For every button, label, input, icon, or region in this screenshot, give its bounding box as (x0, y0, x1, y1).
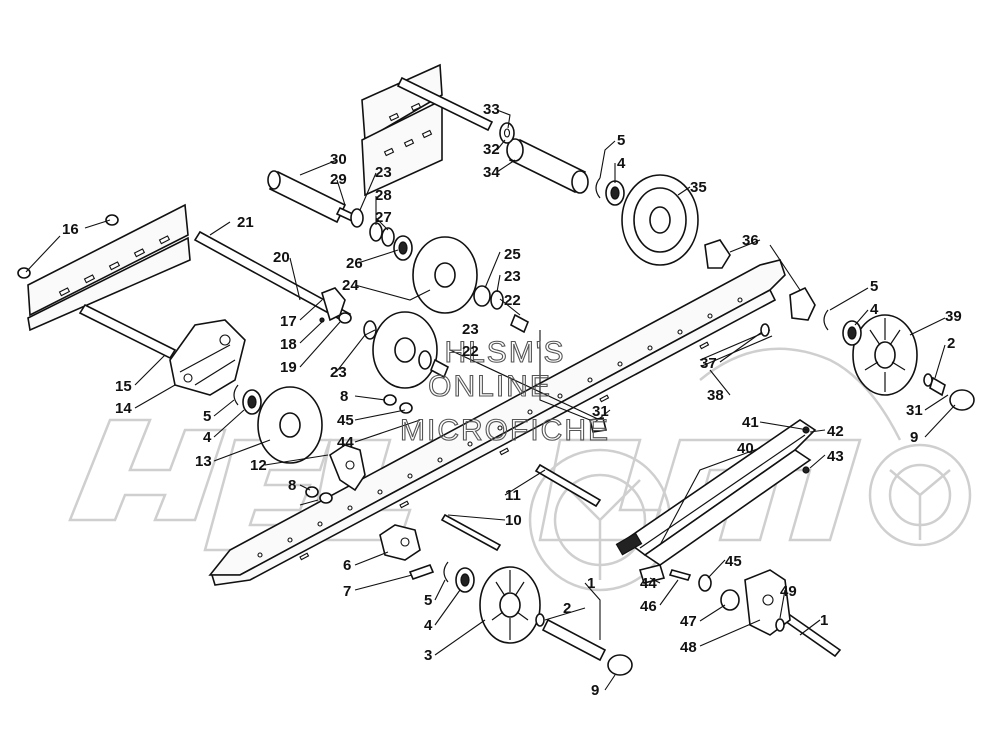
callout-44a: 44 (337, 434, 354, 451)
callout-2b: 2 (947, 335, 955, 352)
callout-23d: 23 (462, 321, 479, 338)
callout-7: 7 (343, 583, 351, 600)
callout-6: 6 (343, 557, 351, 574)
callout-40: 40 (737, 440, 754, 457)
bracket-14 (169, 319, 246, 396)
callout-45b: 45 (725, 553, 742, 570)
callout-47: 47 (680, 613, 697, 630)
callout-3: 3 (424, 647, 432, 664)
callout-9b: 9 (910, 429, 918, 446)
callout-27: 27 (375, 209, 392, 226)
callout-26: 26 (346, 255, 363, 272)
watermark-line-1: HLSM'S (444, 336, 565, 369)
callout-5d: 5 (870, 278, 878, 295)
bracket-12 (329, 444, 366, 492)
leader-lines (25, 109, 956, 691)
callout-43: 43 (827, 448, 844, 465)
callout-5a: 5 (617, 132, 625, 149)
callout-18: 18 (280, 336, 297, 353)
callout-28: 28 (375, 187, 392, 204)
callout-17: 17 (280, 313, 297, 330)
callout-4b: 4 (203, 429, 212, 446)
upper-rail-fragment (361, 63, 443, 197)
left-rail-fragment (27, 203, 191, 332)
callout-9a: 9 (591, 682, 599, 699)
callout-22a: 22 (504, 292, 521, 309)
callout-13: 13 (195, 453, 212, 470)
callout-2a: 2 (563, 600, 571, 617)
callout-8a: 8 (340, 388, 348, 405)
callout-37: 37 (700, 355, 717, 372)
callout-29: 29 (330, 171, 347, 188)
callout-45a: 45 (337, 412, 354, 429)
callout-5c: 5 (424, 592, 432, 609)
callout-12: 12 (250, 457, 267, 474)
callout-22b: 22 (462, 343, 479, 360)
callout-4a: 4 (617, 155, 626, 172)
callout-48: 48 (680, 639, 697, 656)
callout-1a: 1 (587, 575, 595, 592)
watermark-logo (68, 347, 972, 592)
callout-49: 49 (780, 583, 797, 600)
callout-25: 25 (504, 246, 521, 263)
callout-20: 20 (273, 249, 290, 266)
callout-31a: 31 (592, 403, 609, 420)
callout-16: 16 (62, 221, 79, 238)
callouts: 33 32 34 5 4 35 30 29 23 28 27 26 24 25 … (62, 101, 962, 699)
callout-10: 10 (505, 512, 522, 529)
callout-44b: 44 (640, 575, 657, 592)
callout-36: 36 (742, 232, 759, 249)
callout-1b: 1 (820, 612, 828, 629)
callout-42: 42 (827, 423, 844, 440)
callout-23c: 23 (330, 364, 347, 381)
callout-14: 14 (115, 400, 132, 417)
callout-31b: 31 (906, 402, 923, 419)
watermark-line-2: ONLINE (428, 370, 552, 403)
callout-30: 30 (330, 151, 347, 168)
callout-24: 24 (342, 277, 359, 294)
bracket-6 (379, 524, 421, 561)
watermark-text: HLSM'S ONLINE MICROFICHE (399, 335, 610, 447)
callout-38: 38 (707, 387, 724, 404)
callout-8b: 8 (288, 477, 296, 494)
watermark-line-3: MICROFICHE (400, 414, 610, 447)
callout-15: 15 (115, 378, 132, 395)
callout-4c: 4 (424, 617, 433, 634)
small-hardware (17, 122, 975, 676)
callout-19: 19 (280, 359, 297, 376)
callout-21: 21 (237, 214, 254, 231)
callout-46: 46 (640, 598, 657, 615)
callout-34: 34 (483, 164, 500, 181)
callout-33: 33 (483, 101, 500, 118)
axles (78, 76, 842, 662)
callout-5b: 5 (203, 408, 211, 425)
callout-32: 32 (483, 141, 500, 158)
callout-39: 39 (945, 308, 962, 325)
main-slide-rail (208, 259, 786, 586)
callout-4d: 4 (870, 301, 879, 318)
callout-35: 35 (690, 179, 707, 196)
callout-23b: 23 (504, 268, 521, 285)
callout-41: 41 (742, 414, 759, 431)
callout-23a: 23 (375, 164, 392, 181)
callout-11: 11 (505, 487, 521, 504)
idler-wheels (257, 174, 918, 644)
